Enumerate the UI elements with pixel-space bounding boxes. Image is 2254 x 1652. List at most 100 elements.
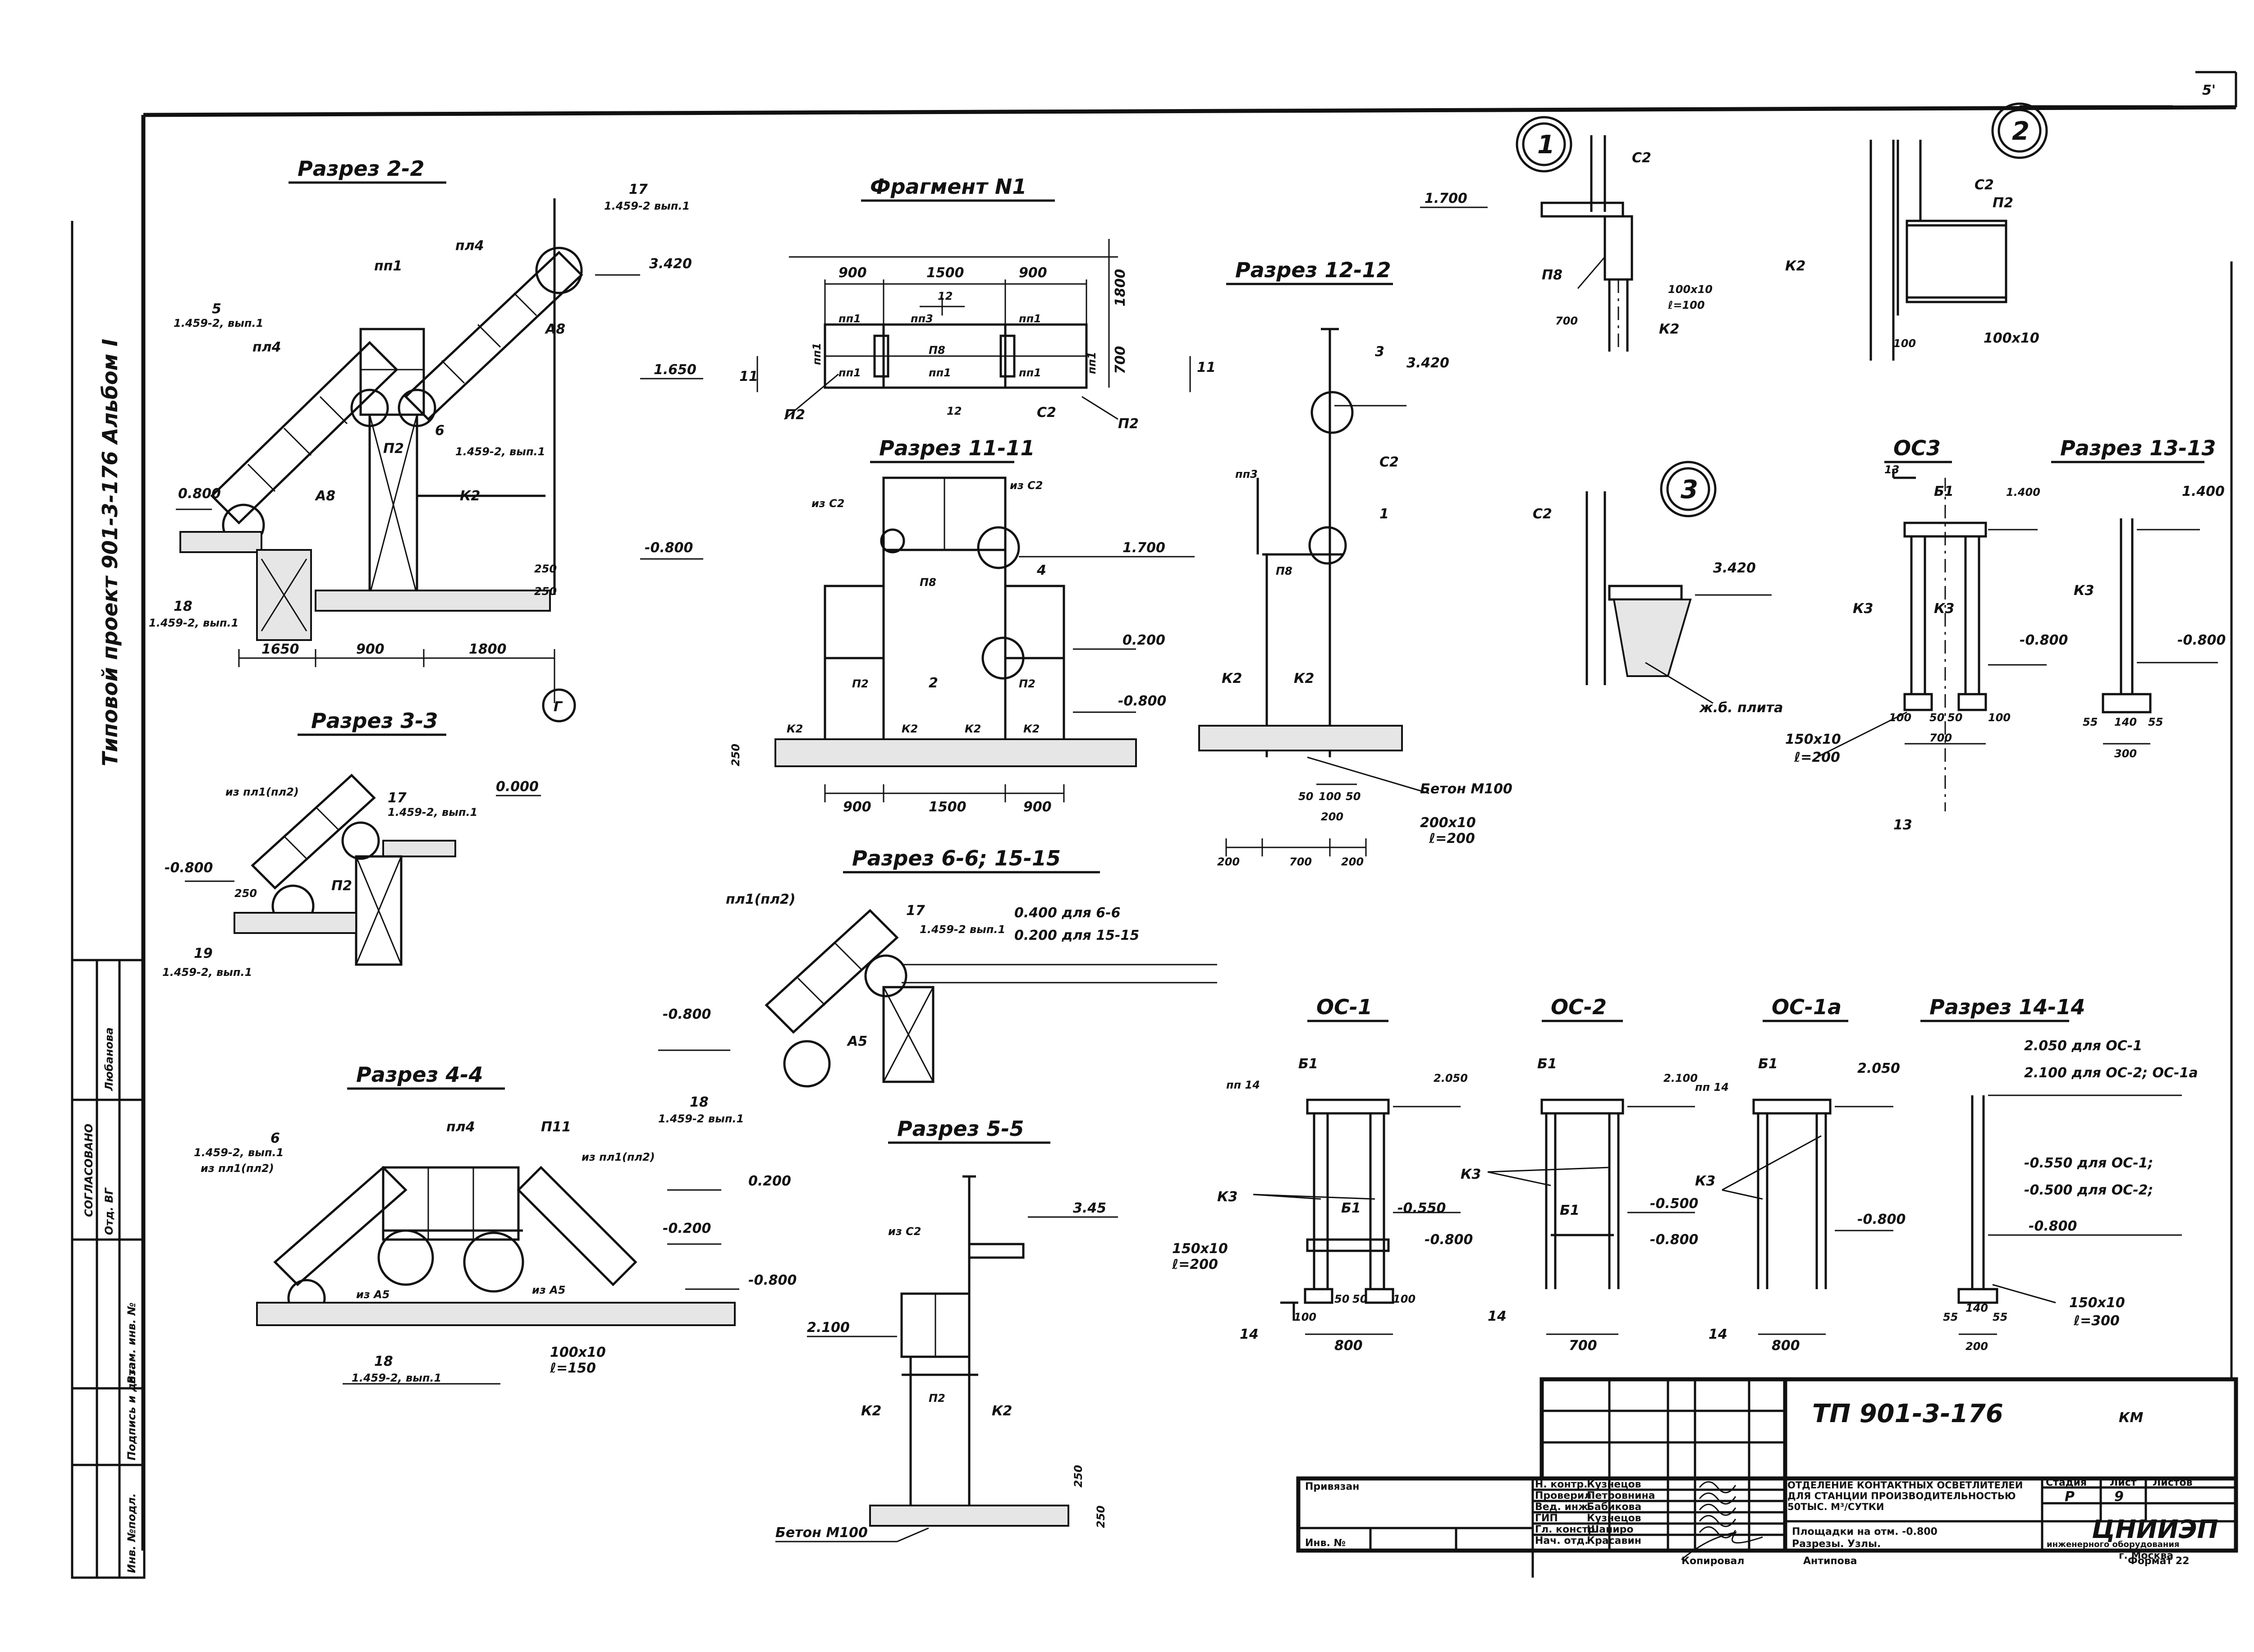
svg-text:50: 50 [1346, 790, 1361, 803]
oc-1a: ОС-1а [1722, 995, 1893, 1335]
title-block-code: ТП 901-3-176 [1812, 1399, 2003, 1428]
svg-text:700: 700 [1929, 732, 1952, 744]
svg-text:100x10: 100x10 [1668, 283, 1713, 296]
svg-text:Г: Г [554, 699, 563, 715]
svg-text:из А5: из А5 [356, 1288, 389, 1301]
svg-text:2: 2 [929, 675, 938, 691]
svg-text:100x10: 100x10 [550, 1345, 606, 1360]
svg-text:3.45: 3.45 [1073, 1200, 1106, 1216]
svg-text:Кузнецов: Кузнецов [1587, 1513, 1641, 1524]
svg-text:3: 3 [1375, 344, 1384, 360]
oc-1-marks: пп 14 Б1 2.050 К3 Б1 -0.550 -0.800 150x1… [1172, 1056, 1473, 1354]
svg-text:из А5: из А5 [532, 1284, 565, 1296]
svg-text:1: 1 [1379, 506, 1389, 522]
approval-strip [71, 959, 146, 1579]
svg-text:50: 50 [1334, 1293, 1349, 1305]
node-3: 3 [1585, 461, 1772, 704]
svg-text:1.700: 1.700 [1122, 540, 1165, 556]
svg-text:Бетон М100: Бетон М100 [1420, 781, 1512, 797]
svg-text:Нач. отд.: Нач. отд. [1535, 1535, 1588, 1547]
svg-text:1800: 1800 [1113, 269, 1128, 307]
svg-text:Красавин: Красавин [1587, 1535, 1641, 1547]
oc-2: ОС-2 [1487, 995, 1695, 1335]
svg-text:250: 250 [534, 585, 557, 598]
svg-text:П8: П8 [929, 344, 945, 357]
svg-text:П11: П11 [541, 1119, 571, 1135]
svg-text:200: 200 [1341, 856, 1364, 868]
title-block-sheets-header: Листов [2153, 1477, 2193, 1488]
section-3-3-title: Разрез 3-3 [311, 709, 438, 733]
svg-text:П8: П8 [920, 576, 936, 589]
svg-text:ℓ=200: ℓ=200 [1172, 1257, 1218, 1272]
svg-text:250: 250 [1095, 1506, 1107, 1528]
svg-text:Вед. инж.: Вед. инж. [1535, 1501, 1592, 1513]
section-11-11: Разрез 11-11 [774, 436, 1195, 802]
svg-text:ℓ=200: ℓ=200 [1794, 750, 1840, 765]
svg-text:14: 14 [1709, 1327, 1727, 1342]
svg-text:из С2: из С2 [1010, 479, 1043, 492]
svg-text:П2: П2 [1993, 195, 2013, 211]
title-block-drawing-name-2: Разрезы. Узлы. [1792, 1538, 1881, 1550]
oc-1-title: ОС-1 [1316, 995, 1372, 1019]
oc3-title: ОС3 [1893, 436, 1941, 460]
section-12-12: Разрез 12-12 [1198, 258, 1429, 856]
node-2-marks: С2 П2 К2 100 100x10 [1785, 177, 2039, 350]
svg-text:18: 18 [374, 1354, 393, 1369]
node-3-marks: С2 3.420 ж.б. плита [1533, 506, 1783, 716]
svg-text:3.420: 3.420 [1713, 560, 1756, 576]
svg-text:С2: С2 [1975, 177, 1994, 193]
title-block-stage: Р [2065, 1489, 2075, 1505]
title-block-privyazan: Привязан [1305, 1481, 1359, 1492]
svg-text:1.459-2, вып.1: 1.459-2, вып.1 [162, 966, 252, 979]
section-5-5-marks: из С2 3.45 2.100 П2 К2 К2 250 250 Бетон … [775, 1200, 1107, 1541]
svg-text:300: 300 [2114, 747, 2137, 760]
title-block-sheet-header: Лист [2110, 1477, 2137, 1488]
svg-text:55: 55 [2148, 716, 2163, 728]
svg-text:0.800: 0.800 [178, 486, 221, 502]
svg-text:К2: К2 [1294, 671, 1314, 686]
svg-text:1.459-2 вып.1: 1.459-2 вып.1 [920, 923, 1005, 936]
svg-text:С2: С2 [1037, 405, 1056, 421]
svg-text:0.200: 0.200 [1122, 632, 1165, 648]
svg-text:А8: А8 [545, 321, 565, 337]
svg-text:1.459-2, вып.1: 1.459-2, вып.1 [388, 806, 477, 819]
node-2-label: 2 [2012, 117, 2030, 146]
svg-text:1.459-2, вып.1: 1.459-2, вып.1 [455, 445, 545, 458]
svg-text:ℓ=300: ℓ=300 [2073, 1313, 2120, 1329]
svg-text:П2: П2 [929, 1392, 945, 1405]
svg-text:Петровнина: Петровнина [1587, 1490, 1655, 1501]
svg-text:900: 900 [843, 799, 871, 815]
svg-text:К2: К2 [861, 1403, 881, 1419]
svg-text:ℓ=200: ℓ=200 [1429, 831, 1475, 847]
svg-text:С2: С2 [1379, 454, 1399, 470]
section-14-14-marks: 2.050 для ОС-1 2.100 для ОС-2; ОС-1а -0.… [1943, 1038, 2198, 1353]
svg-text:900: 900 [356, 641, 385, 657]
svg-text:Гл. констр.: Гл. констр. [1535, 1524, 1599, 1535]
svg-text:К2: К2 [1659, 321, 1679, 337]
svg-text:П8: П8 [1542, 267, 1562, 283]
section-11-11-dims: 900 1500 900 [843, 799, 1052, 815]
fragment-1-title: Фрагмент N1 [870, 174, 1026, 199]
svg-text:17: 17 [629, 182, 648, 197]
title-block-org-city: г. Москва [2119, 1550, 2173, 1561]
svg-text:2.050: 2.050 [1857, 1061, 1900, 1076]
svg-text:11: 11 [739, 369, 758, 384]
title-block-drawing-name-1: Площадки на отм. -0.800 [1792, 1526, 1938, 1538]
svg-text:К2: К2 [902, 723, 918, 735]
section-13-13-title: Разрез 13-13 [2060, 436, 2216, 460]
title-block-org-sub: инженерного оборудования [2047, 1540, 2180, 1549]
svg-text:200: 200 [1321, 810, 1343, 823]
svg-text:-0.800: -0.800 [645, 540, 693, 556]
section-12-12-title: Разрез 12-12 [1235, 258, 1391, 282]
svg-text:К2: К2 [992, 1403, 1012, 1419]
section-3-3-marks: из пл1(пл2) 17 1.459-2, вып.1 0.000 -0.8… [162, 779, 539, 979]
svg-text:900: 900 [838, 265, 867, 281]
section-11-11-title: Разрез 11-11 [879, 436, 1035, 460]
svg-text:-0.800: -0.800 [2020, 632, 2068, 648]
svg-text:1.459-2, вып.1: 1.459-2, вып.1 [194, 1146, 284, 1159]
svg-text:18: 18 [174, 599, 192, 614]
svg-text:из пл1(пл2): из пл1(пл2) [201, 1162, 274, 1175]
svg-text:пп1: пп1 [929, 366, 951, 379]
section-14-14-title: Разрез 14-14 [1929, 995, 2085, 1019]
